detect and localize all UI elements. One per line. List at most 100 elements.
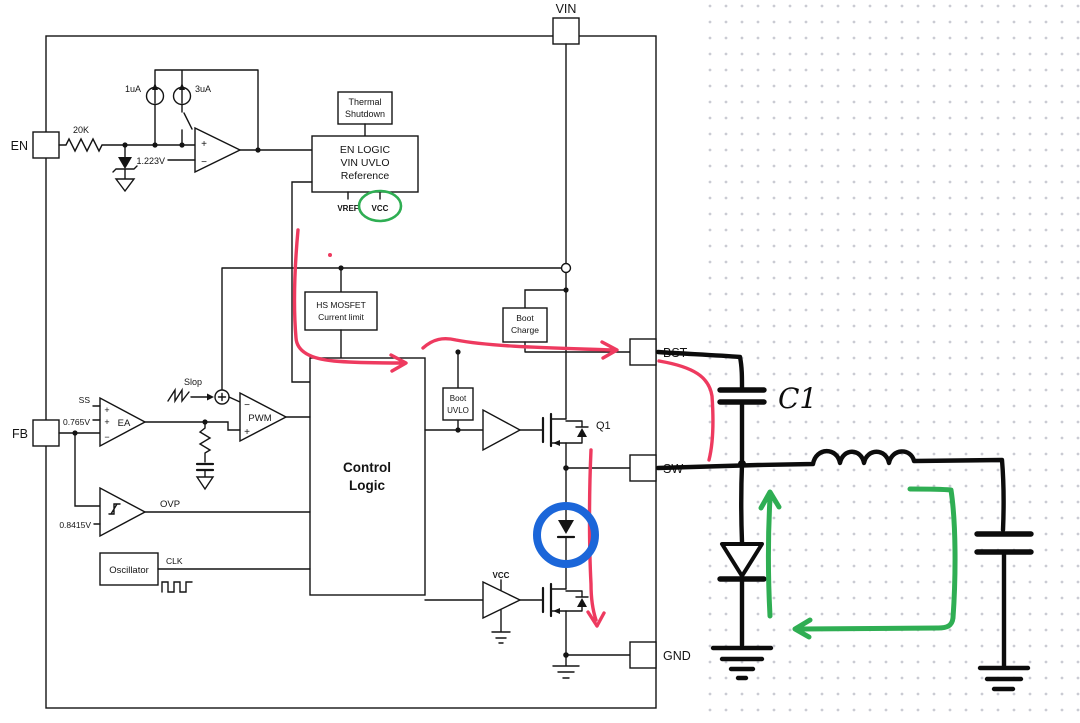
- ovp-ref-voltage-label: 0.8415V: [59, 520, 91, 530]
- clk-label: CLK: [166, 556, 183, 566]
- fb-wires: [58, 432, 101, 507]
- bst-lead-wire: [655, 349, 745, 391]
- red-current-path-annotation: [292, 228, 715, 628]
- control-label-line1: Control: [343, 460, 391, 475]
- junction-dot: [455, 349, 461, 355]
- gnd-wires-and-symbol: [552, 654, 631, 679]
- minus-sign: −: [104, 432, 109, 442]
- bst-pin: BST: [629, 338, 688, 366]
- external-bootstrap-capacitor: C1: [655, 349, 817, 465]
- en-ref-voltage-label: 1.223V: [136, 156, 165, 166]
- pwm-label: PWM: [248, 413, 271, 424]
- vref-vcc-stubs: [347, 191, 381, 200]
- ea-ref-voltage-label: 0.765V: [63, 417, 90, 427]
- junction-dot: [255, 147, 261, 153]
- slope-label: Slop: [184, 377, 202, 387]
- pin-label-fb: FB: [12, 427, 28, 441]
- enable-to-control-wire: [291, 181, 313, 383]
- control-logic-block: Control Logic: [309, 357, 426, 596]
- resistor-zigzag: [58, 137, 126, 153]
- slope-compensation: Slop: [167, 377, 241, 405]
- en-pin: EN: [11, 131, 60, 159]
- en-pin-box: [32, 131, 60, 159]
- thermal-label-line1: Thermal: [348, 97, 381, 107]
- en-logic-box: [311, 135, 419, 193]
- ea-input-stubs: [92, 405, 101, 421]
- hs-gate-driver: [424, 408, 544, 452]
- pwm-triangle: [239, 391, 288, 443]
- external-output-capacitor: [974, 531, 1034, 692]
- thermal-label-line2: Shutdown: [345, 109, 385, 119]
- ovp-comparator: 0.8415V OVP: [59, 486, 311, 538]
- hysteresis-icon: [108, 503, 121, 515]
- pin-label-gnd: GND: [663, 649, 691, 663]
- summing-output-wire: [228, 396, 241, 403]
- red-path-control-to-bst: [421, 337, 619, 360]
- ls-body-diode-wires: [565, 590, 589, 612]
- hs-driver-triangle: [482, 408, 522, 452]
- thermal-shutdown-box: [337, 91, 393, 125]
- fb-pin: FB: [12, 419, 101, 507]
- enlogic-label-line3: Reference: [341, 170, 390, 182]
- hslimit-label-line2: Current limit: [318, 312, 364, 322]
- ss-label: SS: [79, 395, 91, 405]
- summing-plus-sign: [217, 392, 227, 402]
- enlogic-label-line1: EN LOGIC: [340, 144, 391, 156]
- pwm-comparator: − + PWM: [239, 391, 311, 443]
- control-label-line2: Logic: [349, 478, 385, 493]
- ls-driver-supply-ground-wires: [491, 579, 511, 644]
- compensation-network: [195, 421, 215, 491]
- junction-dot: [338, 265, 344, 271]
- en-pullup-current-sources: 1uA 3uA: [125, 69, 259, 151]
- hslimit-label-line1: HS MOSFET: [316, 300, 366, 310]
- plus-sign: +: [104, 405, 109, 415]
- ls-driver-vcc-label: VCC: [493, 571, 510, 580]
- ground-triangle-symbol: [195, 476, 215, 491]
- thermal-shutdown-block: Thermal Shutdown: [337, 91, 393, 137]
- green-current-loop-return-arrow: [792, 486, 958, 640]
- bootuvlo-label-line1: Boot: [450, 394, 467, 403]
- boot-charge-box: [502, 307, 548, 343]
- right-arrowhead: [207, 393, 214, 401]
- up-arrowhead: [179, 83, 185, 90]
- bootcharge-label-line1: Boot: [516, 313, 534, 323]
- c1-label: C1: [778, 382, 817, 415]
- junction-dot: [72, 430, 78, 436]
- green-current-loop-up-arrow: [758, 489, 782, 619]
- sw-node: [563, 465, 631, 521]
- sw-wires: [565, 467, 631, 521]
- red-dot-mark: [328, 253, 332, 257]
- pullup-rail-wires: [154, 69, 259, 151]
- comp-resistor: [198, 421, 212, 463]
- plus-sign: +: [244, 427, 250, 438]
- en-zener-diode: [112, 144, 138, 193]
- sw-lead-and-inductor: [655, 448, 1006, 533]
- ovp-triangle: [99, 486, 147, 538]
- resistor-value-label: 20K: [73, 125, 89, 135]
- blue-circle-around-diode: [533, 502, 599, 568]
- diode-triangle-outline: [720, 542, 764, 578]
- red-path-bst-to-sw: [657, 359, 715, 462]
- minus-sign: −: [201, 157, 207, 168]
- dotted-grid-background: [698, 0, 1080, 723]
- diode-ground-symbol: [710, 645, 774, 681]
- ls-gate-driver: VCC: [424, 571, 544, 644]
- green-circle-around-vcc: [357, 189, 403, 223]
- ls-mosfet: [541, 582, 589, 656]
- boot-uvlo-block: Boot UVLO: [442, 349, 474, 433]
- mosfet-arrow: [553, 440, 560, 446]
- vref-label: VREF: [337, 204, 358, 213]
- pin-label-vin: VIN: [556, 2, 577, 16]
- vcc-label: VCC: [372, 204, 389, 213]
- bootcharge-label-line2: Charge: [511, 325, 539, 335]
- plus-sign: +: [104, 417, 109, 427]
- current-3ua-label: 3uA: [195, 84, 211, 94]
- ls-driver-triangle: [482, 580, 522, 620]
- diode-triangle: [558, 520, 574, 534]
- en-logic-block: EN LOGIC VIN UVLO Reference VREF VCC: [291, 135, 419, 383]
- vin-pin: VIN: [552, 2, 580, 420]
- oscillator-label: Oscillator: [109, 565, 149, 576]
- gnd-pin-box: [629, 641, 657, 669]
- plus-sign: +: [201, 139, 207, 150]
- fb-pin-box: [32, 419, 60, 447]
